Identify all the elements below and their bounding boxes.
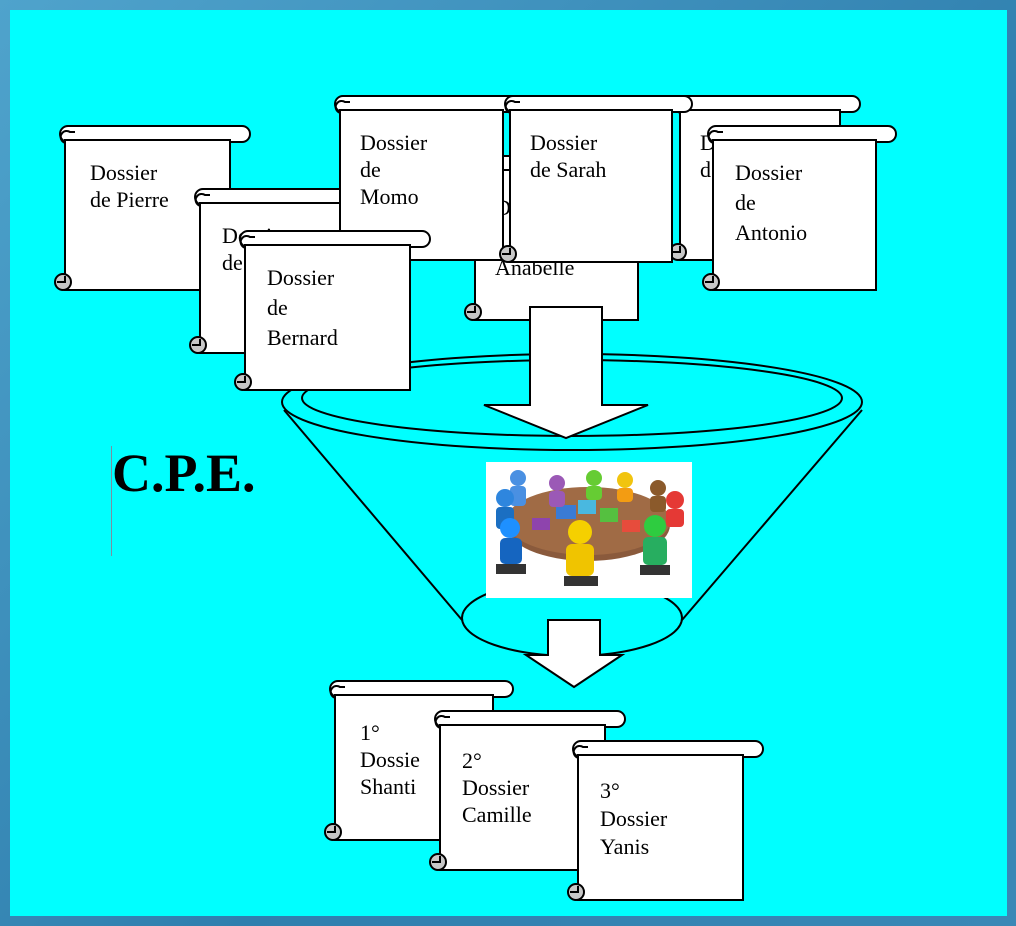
scroll-text-line: Dossier [267,265,335,290]
meeting-image [486,462,692,598]
diagram-title: C.P.E. [112,443,256,503]
title-divider [111,446,112,556]
scroll-text-line: Yanis [600,834,649,859]
ranked-dossiers: 1°DossieShanti2°DossierCamille3°DossierY… [324,680,764,901]
scroll-bottom-curl-line [327,826,336,833]
scroll-text-line: 3° [600,778,620,803]
scroll-bottom-curl-line [672,246,681,253]
scroll-sheet [509,109,673,263]
people-around-puzzle-table-icon [496,470,684,586]
scroll-bottom-curl-line [502,248,511,255]
scroll-bottom-curl-line [237,376,246,383]
scroll-bottom-curl-line [432,856,441,863]
scroll-text-line: de [222,250,243,275]
down-arrow-out-of-funnel [522,619,626,689]
scroll-sheet [712,139,877,291]
scroll-text-line: de [360,157,381,182]
scroll-text-line: Bernard [267,325,338,350]
scroll-sheet [577,754,744,901]
scroll-bottom-curl-line [192,339,201,346]
scroll-text-line: Dossier [735,160,803,185]
scroll-bottom-curl-line [467,306,476,313]
scroll-text-line: de [735,190,756,215]
scroll-text-line: 1° [360,720,380,745]
scroll-text-line: de [267,295,288,320]
scroll-text-line: de Pierre [90,187,169,212]
funnel-left-side [283,409,463,621]
scroll-text-line: d [700,157,711,182]
scroll-text-line: Shanti [360,774,416,799]
scroll-text-line: Dossier [462,775,530,800]
scroll-text-line: Dossier [90,160,158,185]
scroll-text-line: Dossier [530,130,598,155]
scroll-text-line: Dossier [360,130,428,155]
scroll-text-line: Dossier [600,806,668,831]
scroll-text-line: Antonio [735,220,807,245]
funnel-right-side [681,409,863,621]
down-arrow-into-funnel [483,306,649,440]
scroll-text-line: Dossie [360,747,420,772]
scroll-text-line: de Sarah [530,157,606,182]
scroll-text-line: 2° [462,748,482,773]
scroll-sheet [244,244,411,391]
scroll-text-line: Camille [462,802,532,827]
scroll-bottom-curl-line [57,276,66,283]
scroll-bottom-curl-line [705,276,714,283]
scroll-bottom-curl-line [570,886,579,893]
scroll-text-line: Momo [360,184,419,209]
